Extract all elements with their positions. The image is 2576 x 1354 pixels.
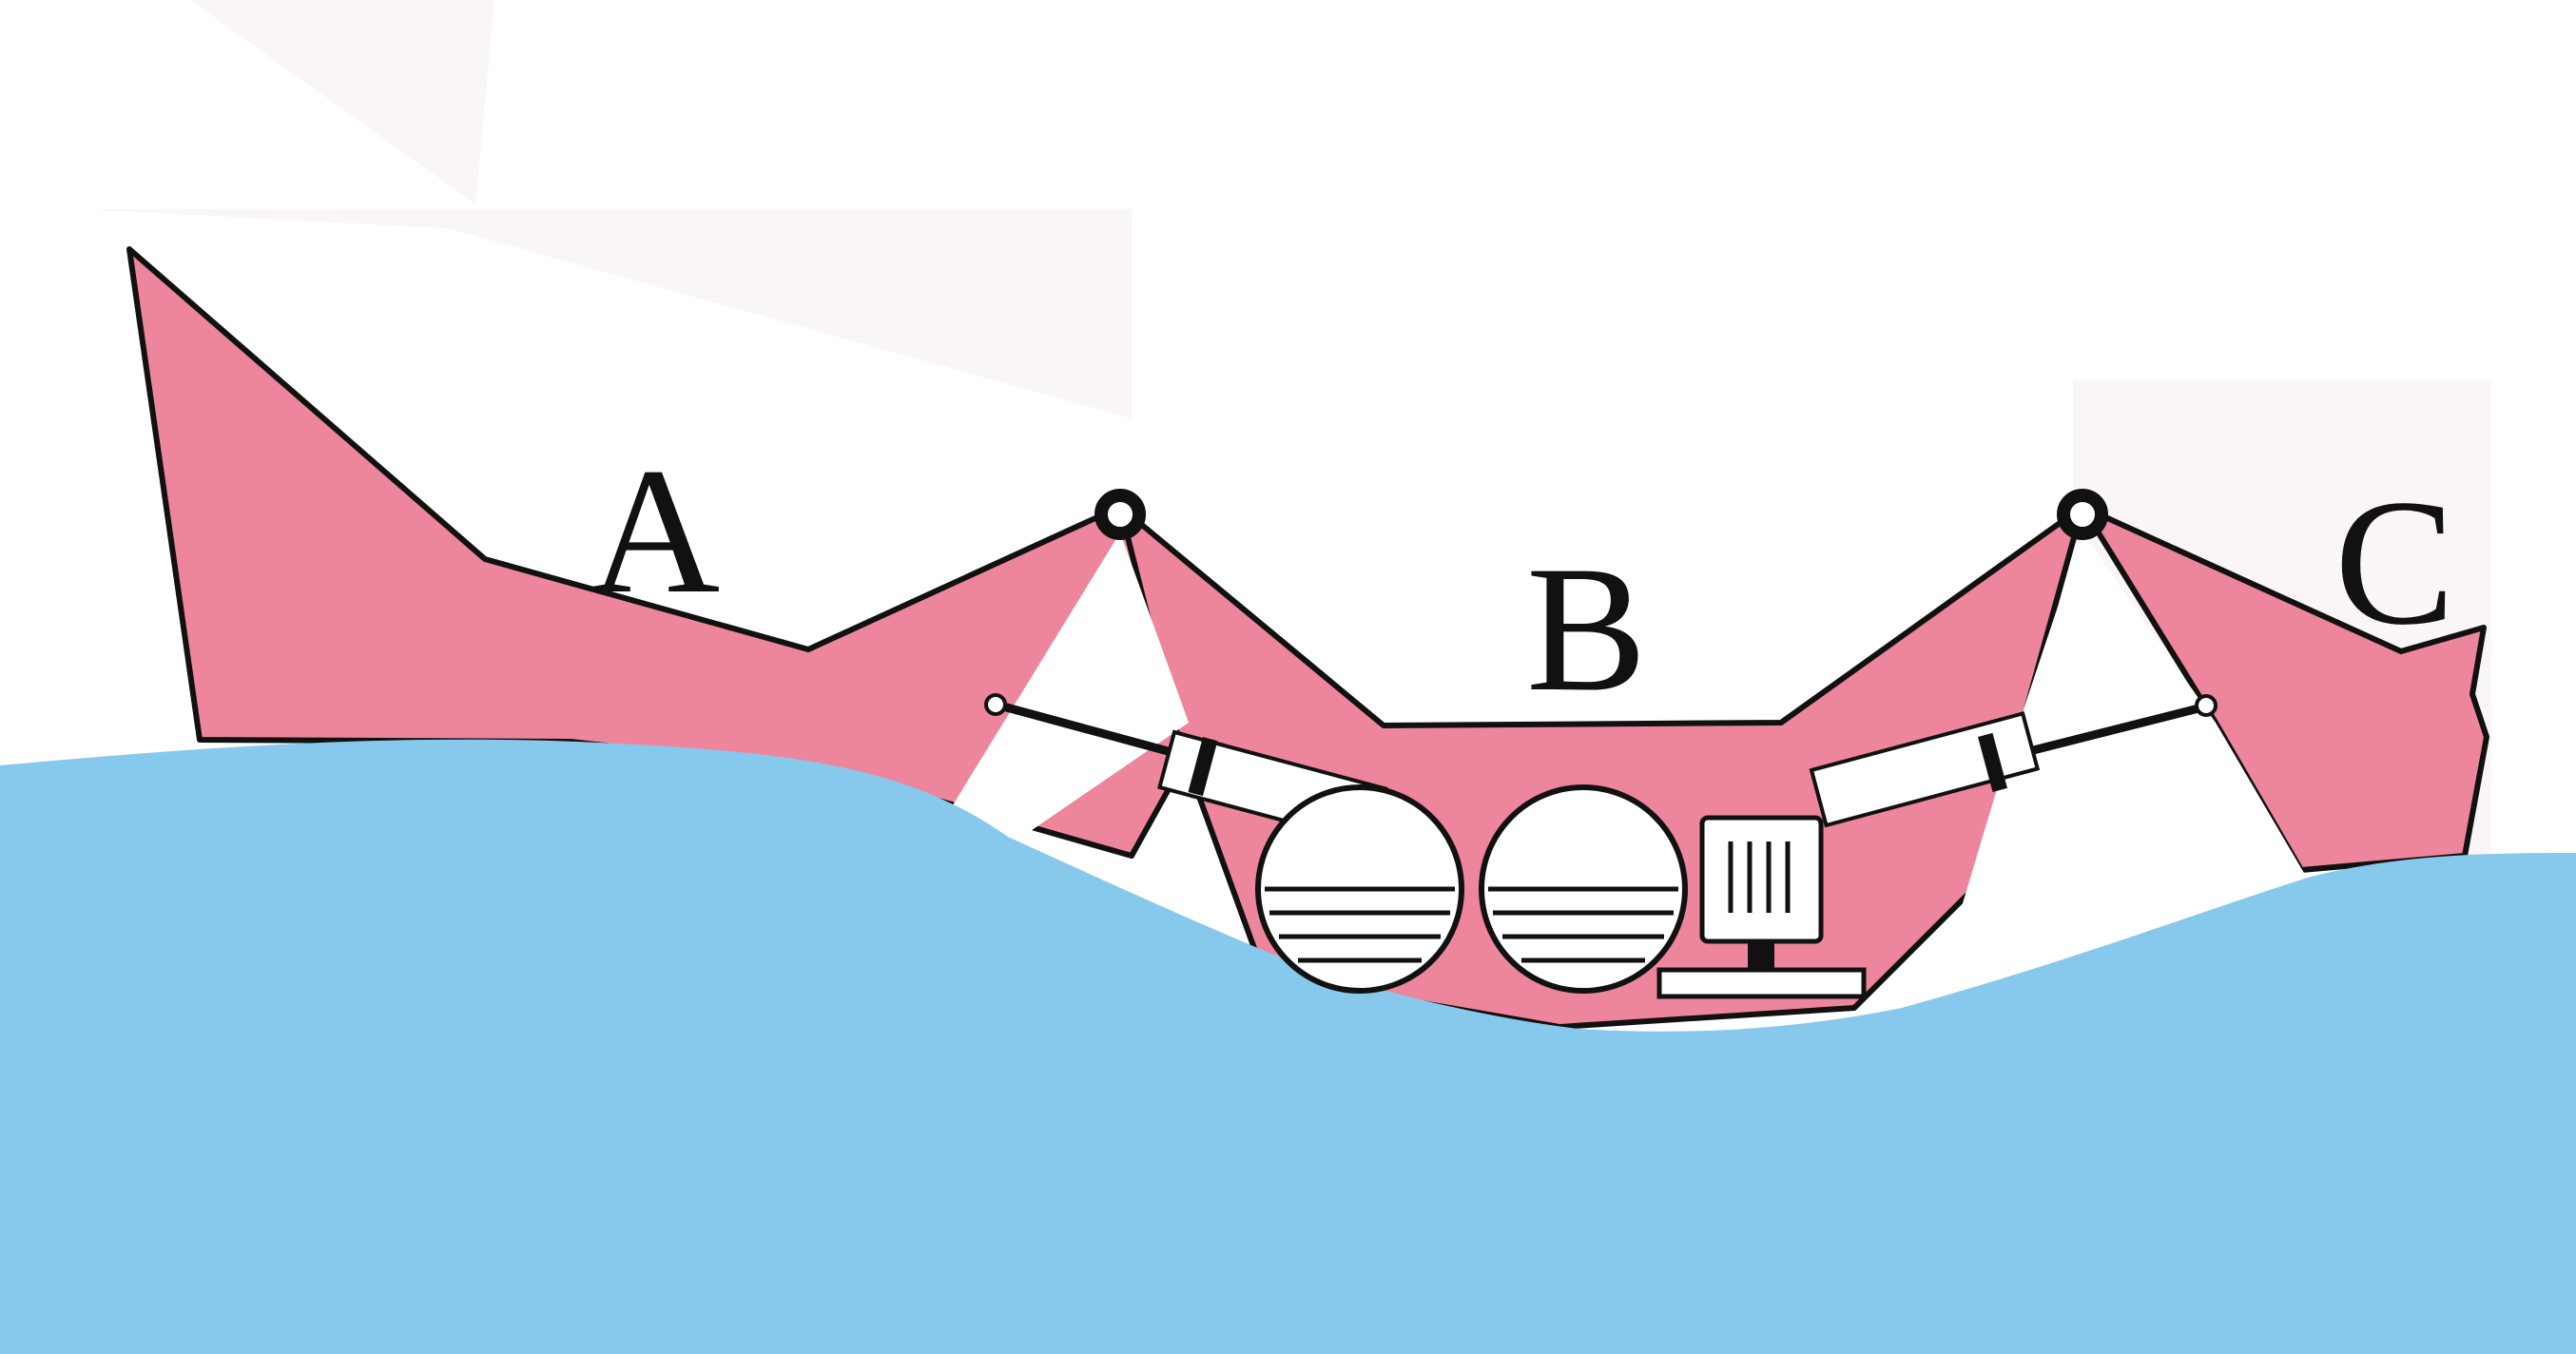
hinge-b-c bbox=[2057, 489, 2108, 540]
hinge-a-b bbox=[1094, 489, 1146, 540]
pump-motor-unit bbox=[1656, 815, 1867, 999]
sea-water bbox=[0, 739, 2576, 1354]
gap-a-b bbox=[951, 532, 1189, 837]
tank-right bbox=[1479, 784, 1688, 994]
section-c-label: C bbox=[2334, 463, 2455, 663]
tank-left bbox=[1255, 784, 1464, 994]
gap-b-c bbox=[1940, 532, 2311, 979]
section-b-label: B bbox=[1526, 530, 1647, 729]
section-a-label: A bbox=[590, 432, 720, 631]
right-hydraulic-cylinder bbox=[1809, 694, 2218, 828]
